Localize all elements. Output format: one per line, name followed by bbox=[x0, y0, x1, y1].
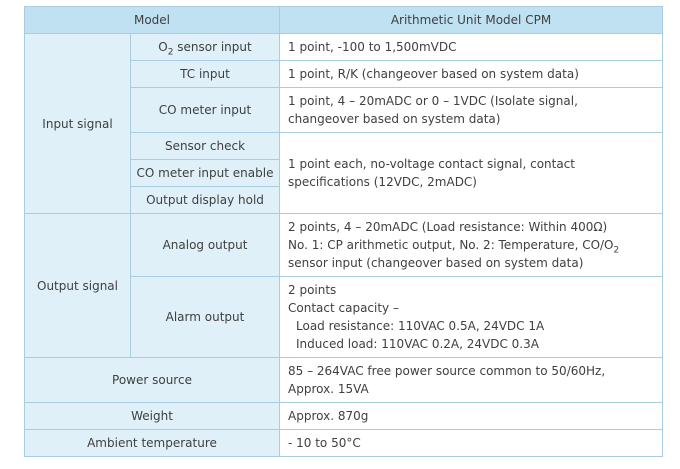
alarm-output-label: Alarm output bbox=[130, 276, 280, 358]
table-row: Power source 85 – 264VAC free power sour… bbox=[24, 357, 663, 403]
weight-value: Approx. 870g bbox=[279, 402, 663, 430]
tc-input-value: 1 point, R/K (changeover based on system… bbox=[279, 60, 663, 88]
spec-table: Model Arithmetic Unit Model CPM Input si… bbox=[24, 6, 663, 457]
power-source-value: 85 – 264VAC free power source common to … bbox=[279, 357, 663, 403]
sensor-check-label: Sensor check bbox=[130, 132, 280, 160]
power-source-label: Power source bbox=[24, 357, 280, 403]
weight-label: Weight bbox=[24, 402, 280, 430]
table-row: CO meter input enable bbox=[25, 159, 663, 187]
output-signal-category: Output signal bbox=[24, 213, 131, 358]
ambient-temperature-value: - 10 to 50°C bbox=[279, 429, 663, 457]
alarm-output-value: 2 points Contact capacity – Load resista… bbox=[279, 276, 663, 358]
table-row: TC input 1 point, R/K (changeover based … bbox=[25, 60, 663, 88]
o2-sensor-value: 1 point, -100 to 1,500mVDC bbox=[279, 33, 663, 61]
contact-signal-value: 1 point each, no-voltage contact signal,… bbox=[279, 132, 663, 214]
table-row: Input signal O2 sensor input 1 point, -1… bbox=[24, 33, 663, 214]
co-meter-input-value: 1 point, 4 – 20mADC or 0 – 1VDC (Isolate… bbox=[279, 87, 663, 133]
o2-sensor-label: O2 sensor input bbox=[130, 33, 280, 61]
header-row: Model Arithmetic Unit Model CPM bbox=[24, 6, 663, 34]
co-meter-enable-label: CO meter input enable bbox=[130, 159, 280, 187]
input-signal-category: Input signal bbox=[24, 33, 131, 214]
tc-input-label: TC input bbox=[130, 60, 280, 88]
table-row: Ambient temperature - 10 to 50°C bbox=[24, 429, 663, 457]
analog-output-label: Analog output bbox=[130, 213, 280, 277]
table-row: CO meter input 1 point, 4 – 20mADC or 0 … bbox=[25, 87, 663, 133]
co-meter-input-label: CO meter input bbox=[130, 87, 280, 133]
table-row: Alarm output 2 points Contact capacity –… bbox=[25, 276, 663, 358]
table-row: Weight Approx. 870g bbox=[24, 402, 663, 430]
model-header: Model bbox=[24, 6, 280, 34]
analog-output-value: 2 points, 4 – 20mADC (Load resistance: W… bbox=[279, 213, 663, 277]
output-display-hold-label: Output display hold bbox=[130, 186, 280, 214]
product-header: Arithmetic Unit Model CPM bbox=[279, 6, 663, 34]
ambient-temperature-label: Ambient temperature bbox=[24, 429, 280, 457]
table-row: Output signal Analog output 2 points, 4 … bbox=[24, 213, 663, 358]
